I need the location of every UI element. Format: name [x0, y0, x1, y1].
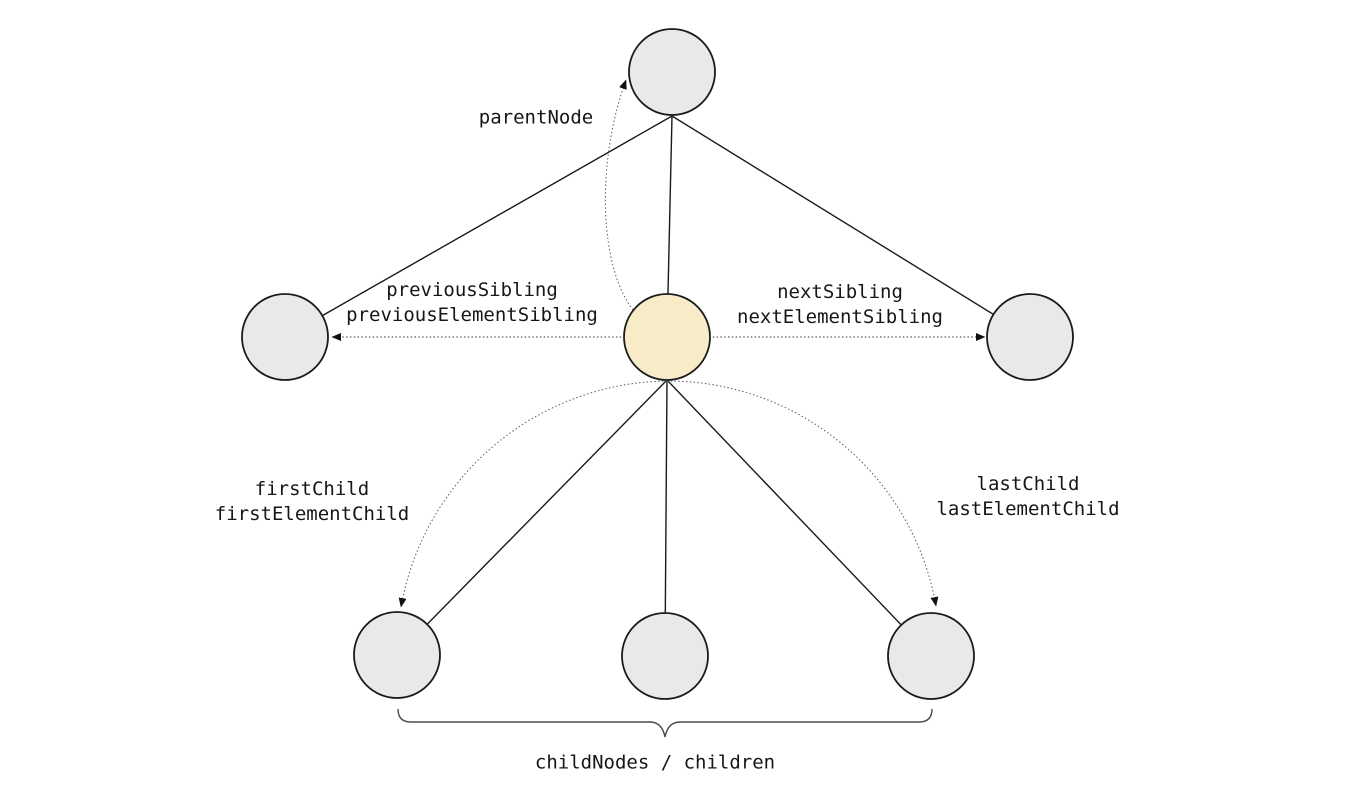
label-last-child: lastChild lastElementChild: [936, 472, 1119, 522]
edge-parent-to-next-sibling: [671, 115, 1031, 338]
arrow-first-child: [398, 380, 668, 608]
label-next-sibling-line2: nextElementSibling: [737, 306, 943, 328]
arrow-last-child: [666, 380, 939, 607]
node-next-sibling: [986, 293, 1074, 381]
node-current: [623, 293, 711, 381]
label-next-sibling-line1: nextSibling: [777, 281, 903, 303]
label-next-sibling: nextSibling nextElementSibling: [737, 280, 943, 330]
label-first-child: firstChild firstElementChild: [215, 477, 409, 527]
edge-parent-to-previous-sibling: [284, 115, 673, 338]
label-last-child-line1: lastChild: [976, 473, 1080, 495]
node-last-child: [887, 612, 975, 700]
node-first-child: [353, 611, 441, 699]
node-previous-sibling: [241, 293, 329, 381]
node-middle-child: [621, 612, 709, 700]
label-previous-sibling: previousSibling previousElementSibling: [346, 278, 598, 328]
label-last-child-line2: lastElementChild: [936, 498, 1120, 520]
label-parent-node: parentNode: [478, 106, 594, 129]
label-first-child-line1: firstChild: [254, 478, 370, 500]
edge-current-to-middle-child: [664, 379, 668, 657]
edge-current-to-last-child: [666, 379, 932, 657]
arrow-parent-node: [604, 79, 634, 311]
label-child-nodes: childNodes / children: [534, 751, 776, 774]
children-brace: [397, 708, 933, 738]
label-previous-sibling-line1: previousSibling: [386, 279, 558, 301]
label-first-child-line2: firstElementChild: [214, 503, 410, 525]
label-previous-sibling-line2: previousElementSibling: [346, 304, 598, 326]
edge-current-to-first-child: [396, 379, 668, 656]
node-parent: [628, 28, 716, 116]
